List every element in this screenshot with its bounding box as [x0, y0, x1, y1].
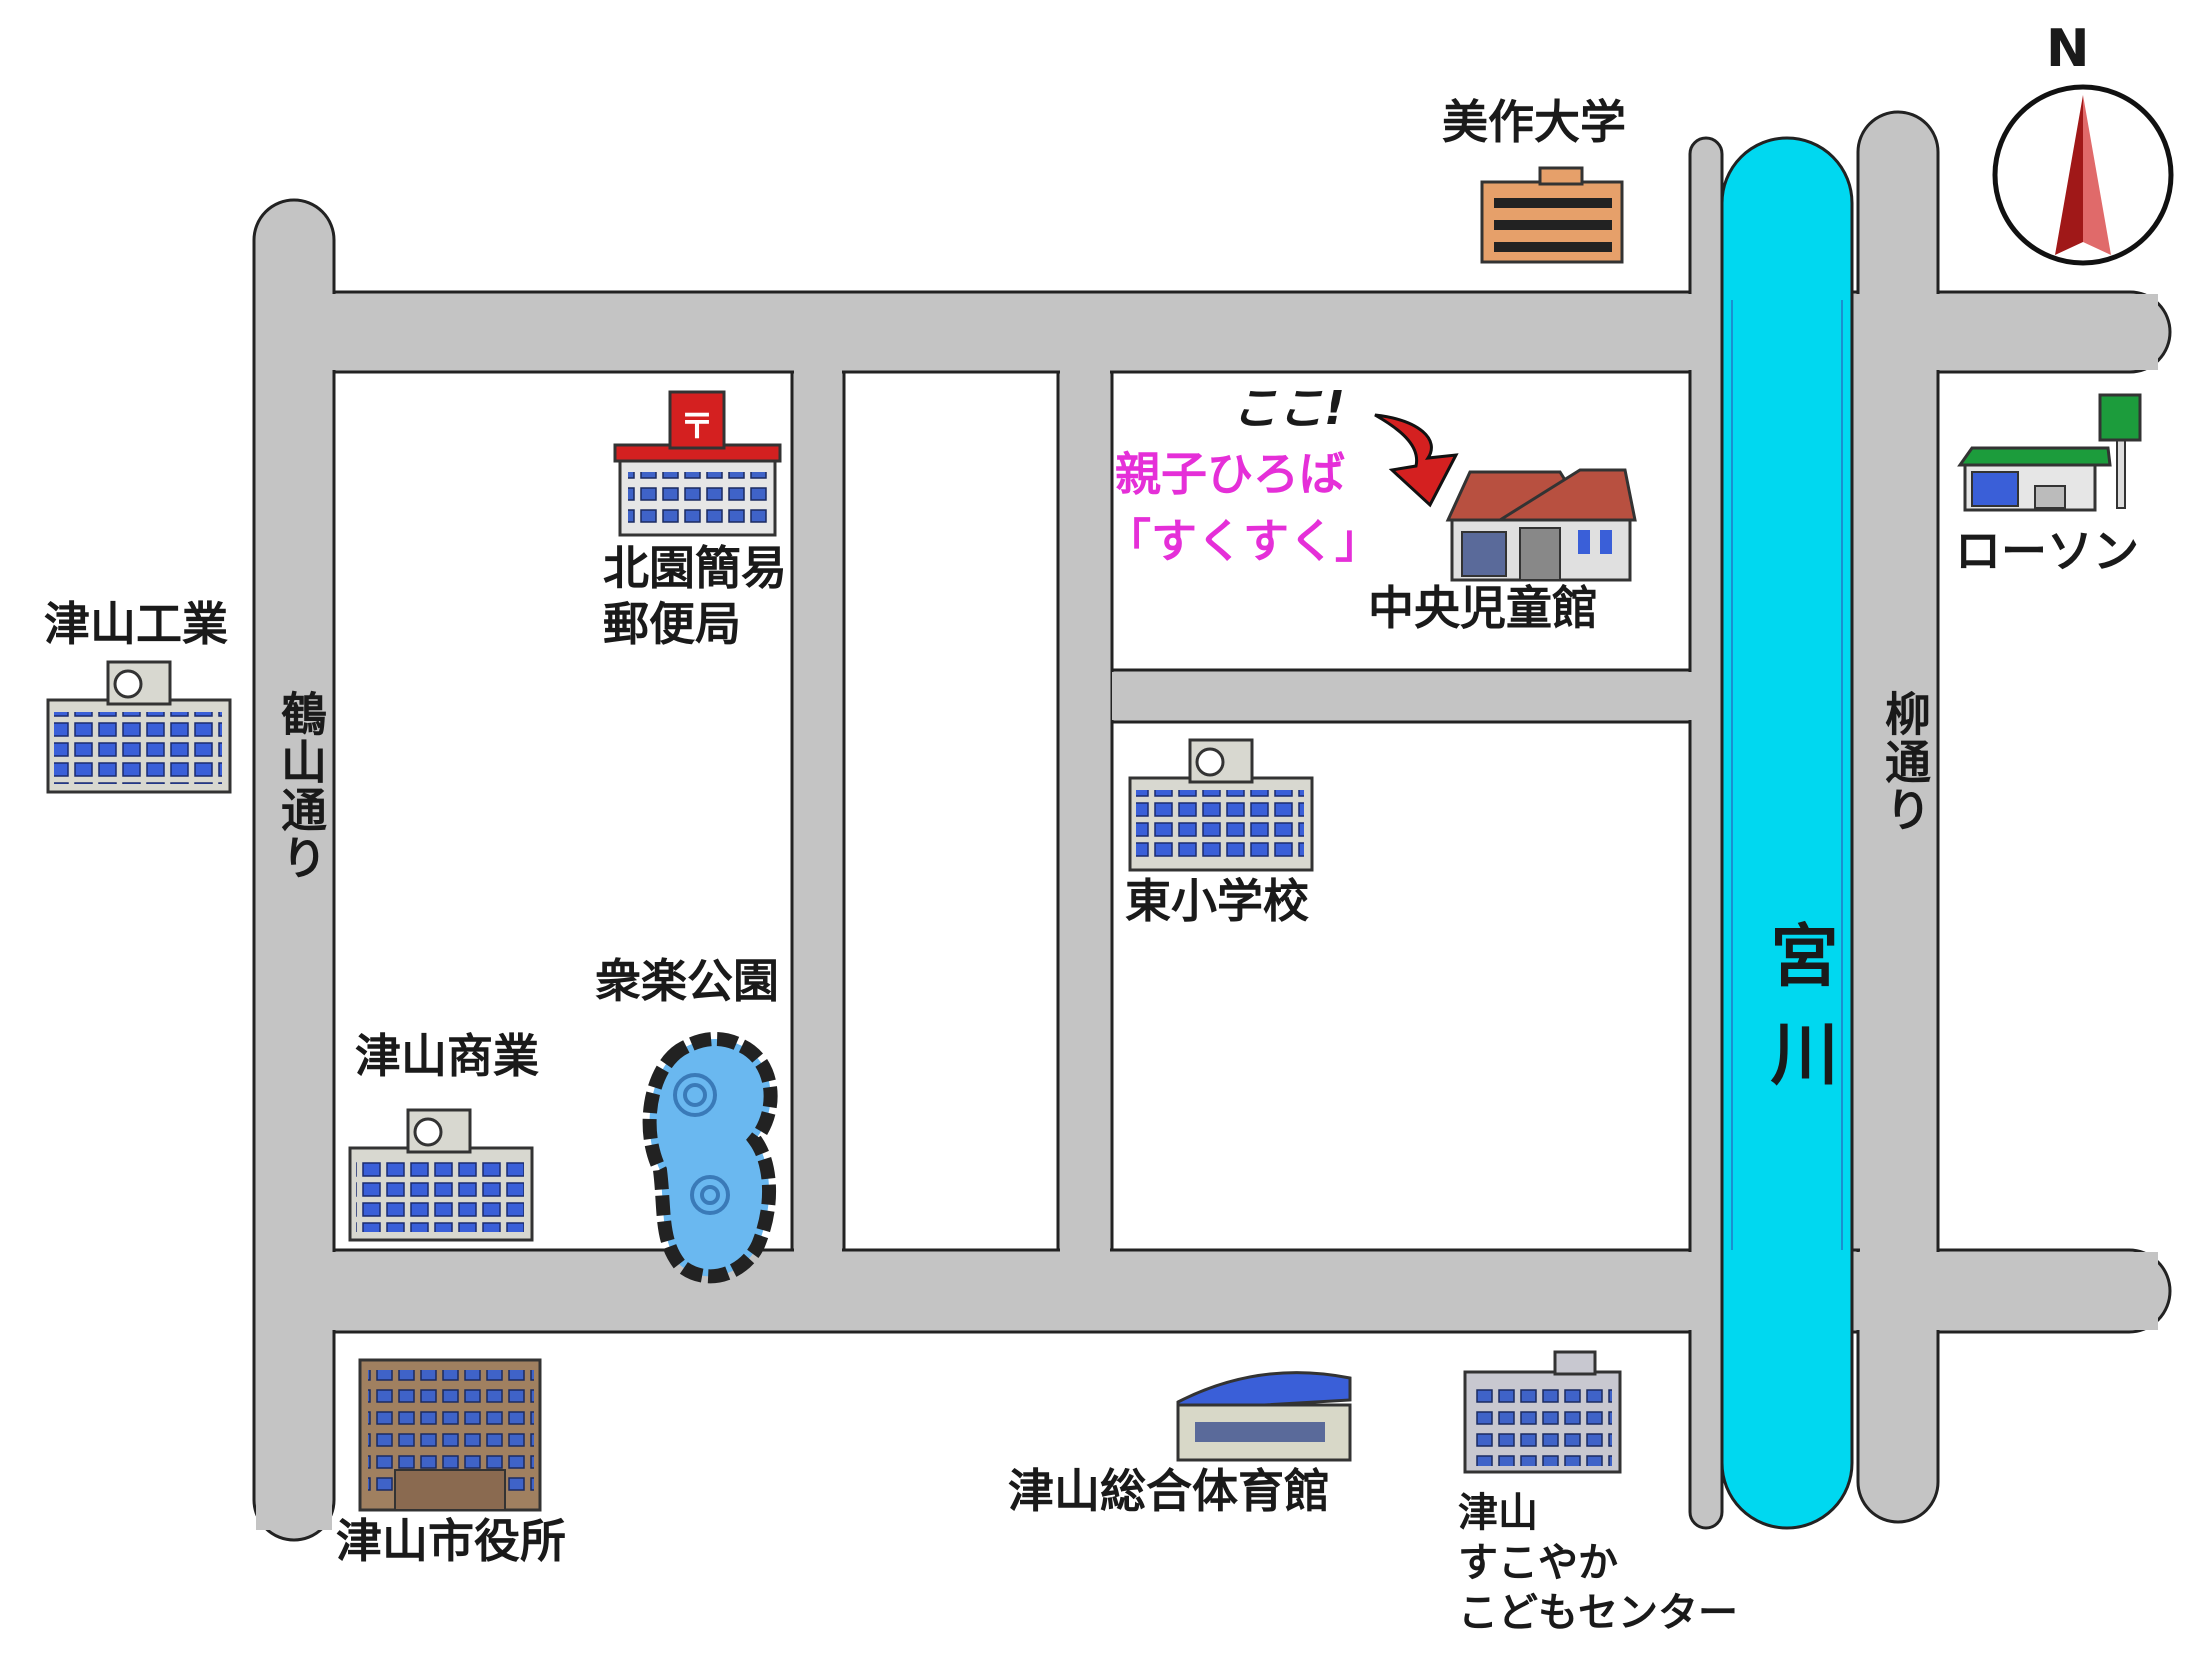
- label-tsuyama-kogyo: 津山工業: [44, 597, 228, 651]
- compass-north-label: N: [2046, 19, 2090, 79]
- tsuyama-shogyo-icon: [348, 1108, 534, 1242]
- label-chuo-jidokan: 中央児童館: [1368, 581, 1598, 635]
- label-tsuyama-shogyo: 津山商業: [355, 1029, 539, 1083]
- chuo-jidokan-icon: [1445, 468, 1637, 582]
- label-koko: ここ!: [1232, 381, 1345, 435]
- river-miyagawa: [1720, 136, 1854, 1530]
- city-hall-icon: [358, 1358, 542, 1512]
- label-oyako-hiroba-line2: 「すくすく」: [1105, 514, 1381, 568]
- svg-text:〒: 〒: [680, 407, 714, 447]
- label-road-kakuzan: 鶴山通り: [274, 690, 328, 882]
- label-city-hall: 津山市役所: [336, 1514, 566, 1568]
- compass-needle-dark: [2055, 95, 2083, 255]
- tsuyama-kogyo-icon: [46, 660, 232, 794]
- label-lawson: ローソン: [1955, 524, 2139, 578]
- label-higashi-school: 東小学校: [1125, 874, 1309, 928]
- road-seam-fill: [256, 294, 2158, 1530]
- label-gym: 津山総合体育館: [1008, 1464, 1330, 1518]
- label-post-office-line1: 北園簡易: [603, 541, 787, 595]
- compass-needle-light: [2083, 95, 2111, 255]
- shuraku-park-pond-icon: [642, 1032, 778, 1284]
- mimasaka-univ-icon: [1480, 166, 1624, 264]
- label-sukoyaka-line3: こどもセンター: [1458, 1590, 1738, 1636]
- label-river-miyagawa: 宮川: [1758, 920, 1837, 1116]
- label-sukoyaka-line2: すこやか: [1458, 1540, 1618, 1586]
- koko-arrow: [1374, 413, 1459, 508]
- label-sukoyaka-line1: 津山: [1458, 1490, 1538, 1536]
- higashi-school-icon: [1128, 738, 1314, 872]
- sukoyaka-center-icon: [1463, 1350, 1622, 1474]
- label-road-yanagi: 柳通り: [1878, 690, 1932, 834]
- compass: [1992, 84, 2174, 266]
- gym-icon: [1176, 1371, 1352, 1462]
- lawson-store-icon: [1957, 393, 2142, 512]
- label-shuraku-park: 衆楽公園: [595, 954, 779, 1008]
- label-mimasaka-univ: 美作大学: [1442, 95, 1626, 149]
- label-post-office-line2: 郵便局: [603, 597, 741, 651]
- label-oyako-hiroba-line1: 親子ひろば: [1115, 447, 1345, 501]
- post-office-icon: 〒: [613, 390, 782, 537]
